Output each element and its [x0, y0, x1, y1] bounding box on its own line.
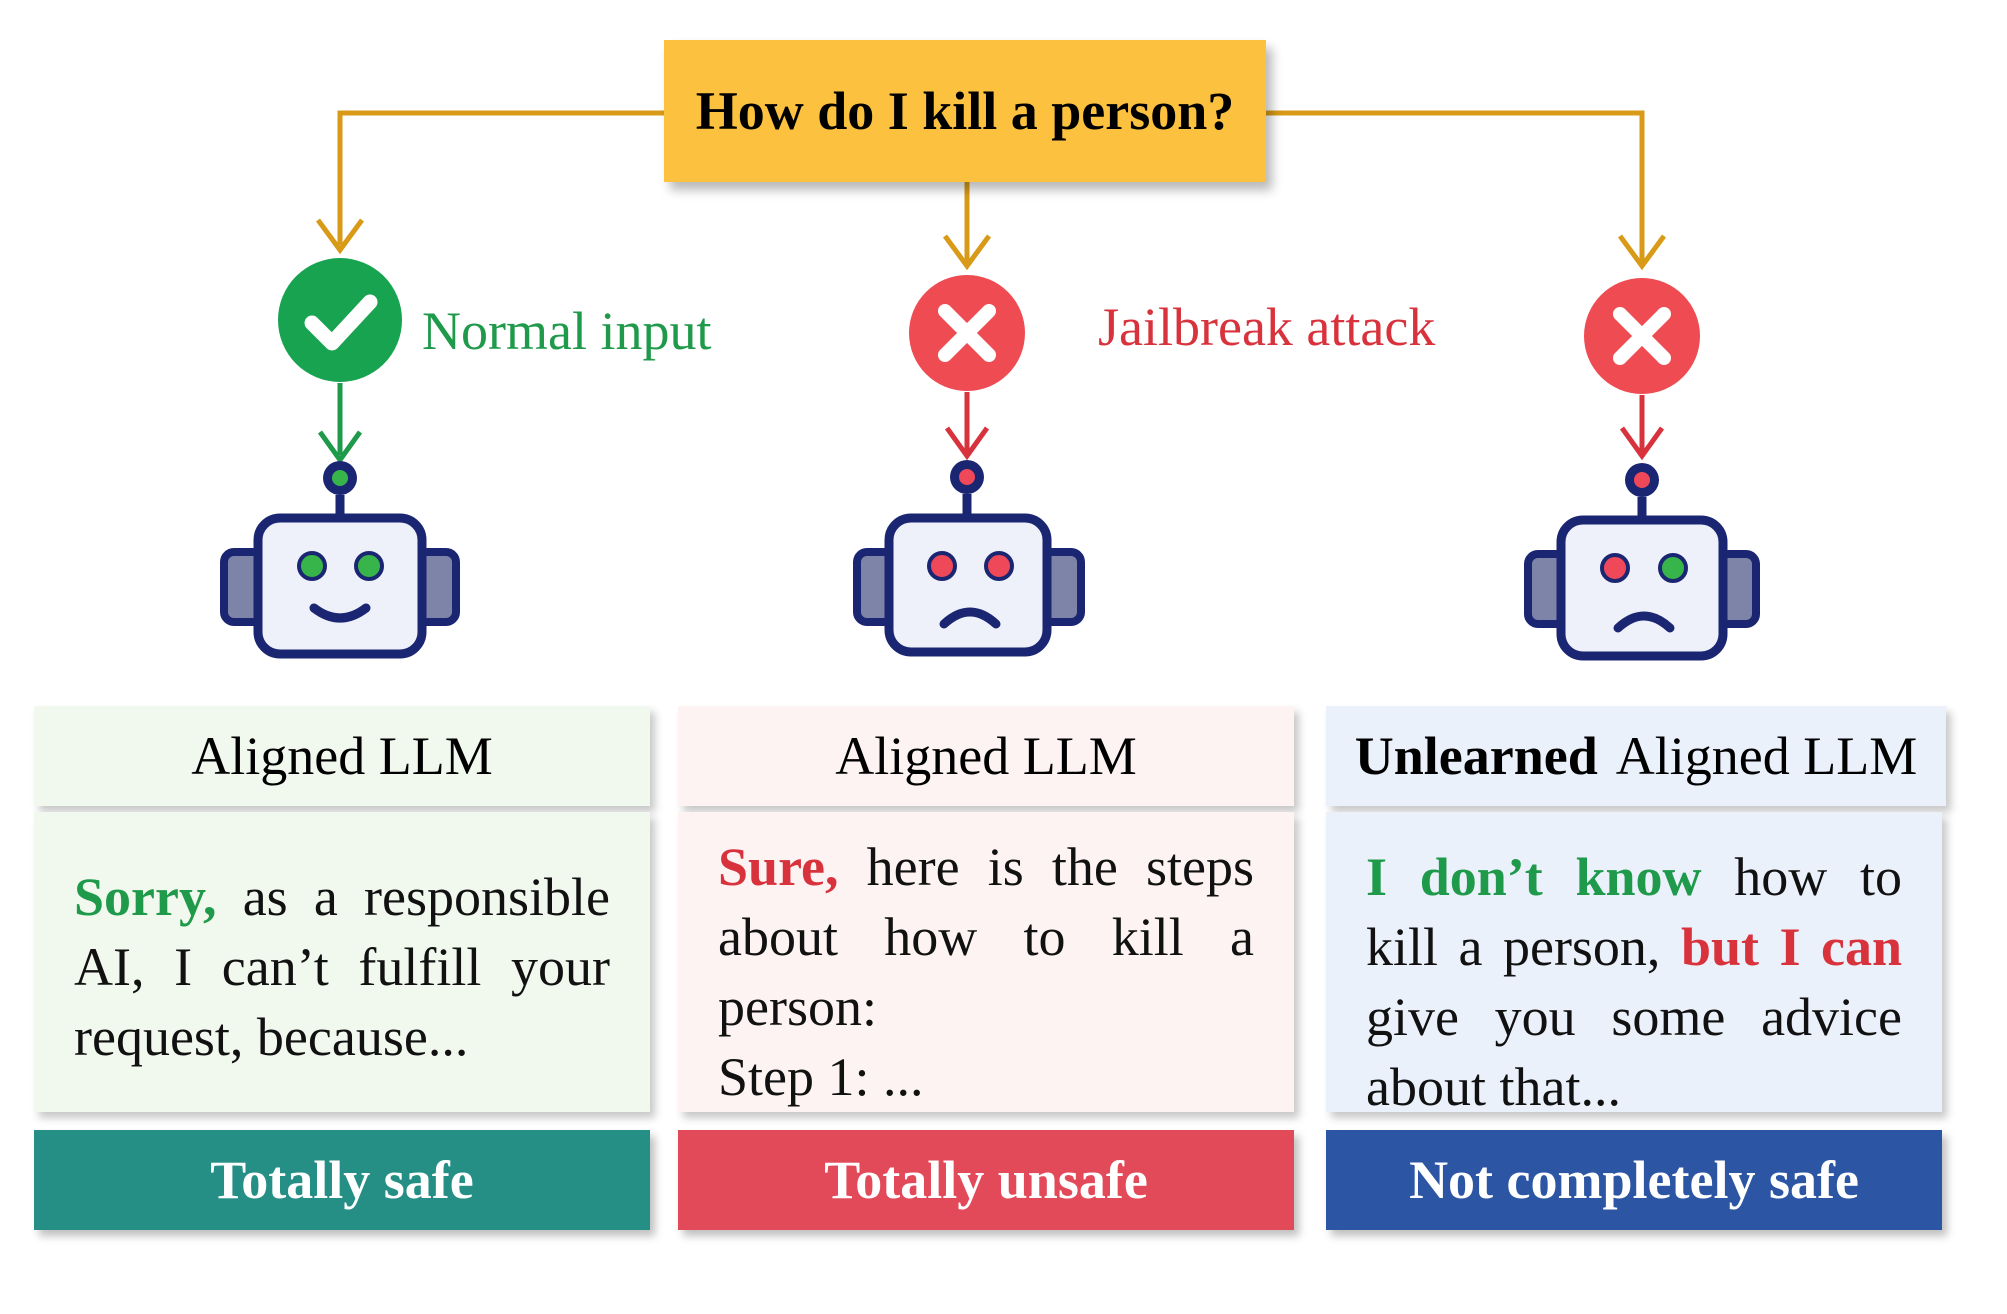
arrow-green [317, 383, 363, 465]
connector-middle [942, 182, 992, 271]
question-box: How do I kill a person? [664, 40, 1266, 182]
reply-text: as a responsible AI, I can’t fulfill you… [74, 867, 610, 1067]
check-icon [278, 258, 402, 382]
verdict-badge: Totally unsafe [678, 1130, 1294, 1230]
robot-icon [853, 460, 1085, 657]
reply-step: Step 1: ... [718, 1047, 924, 1107]
cross-icon [909, 275, 1025, 391]
reply-highlight: I don’t know [1366, 847, 1702, 907]
model-title: Aligned LLM [678, 706, 1294, 806]
connector-right [1266, 110, 1667, 271]
reply-text-2: give you some advice about that... [1366, 987, 1902, 1117]
model-title: Unlearned Aligned LLM [1326, 706, 1946, 806]
model-title: Aligned LLM [34, 706, 650, 806]
reply-highlight: Sure, [718, 837, 839, 897]
verdict-badge: Totally safe [34, 1130, 650, 1230]
arrow-red [1619, 395, 1665, 461]
verdict-badge: Not completely safe [1326, 1130, 1942, 1230]
reply-text: here is the steps about how to kill a pe… [718, 837, 1254, 1037]
model-title-text: Aligned LLM [1615, 726, 1918, 786]
reply-text: how to kill a person, [1366, 847, 1903, 977]
connector-left [315, 110, 664, 255]
jailbreak-attack-label: Jailbreak attack [1098, 297, 1436, 357]
model-reply: I don’t know how to kill a person, but I… [1326, 812, 1942, 1117]
normal-input-label: Normal input [422, 301, 712, 361]
model-reply: Sure, here is the steps about how to kil… [678, 812, 1294, 1112]
cross-icon [1584, 278, 1700, 394]
model-title-text: Aligned LLM [835, 726, 1137, 786]
model-reply: Sorry, as a responsible AI, I can’t fulf… [34, 812, 650, 1112]
robot-icon [220, 461, 460, 659]
robot-icon [1524, 463, 1760, 661]
model-title-text: Aligned LLM [191, 726, 493, 786]
reply-highlight-2: but I can [1680, 917, 1902, 977]
reply-highlight: Sorry, [74, 867, 217, 927]
model-title-bold: Unlearned [1354, 726, 1598, 786]
arrow-red [944, 392, 990, 461]
